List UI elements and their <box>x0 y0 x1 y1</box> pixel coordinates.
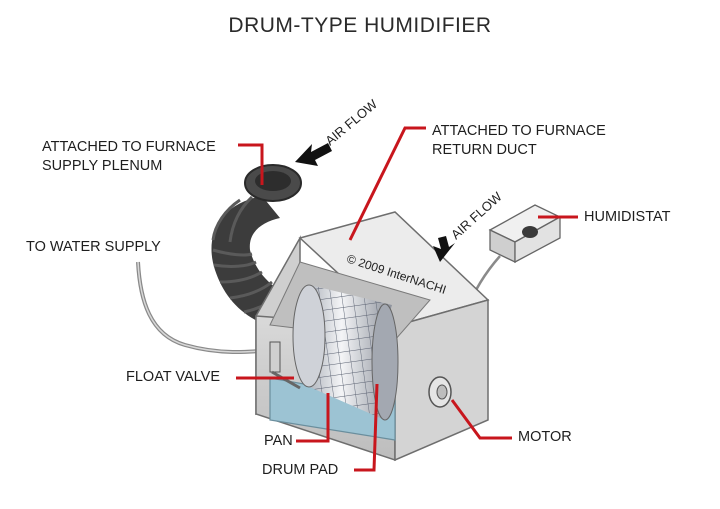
label-motor: MOTOR <box>518 429 572 445</box>
label-return-duct-line1: ATTACHED TO FURNACE <box>432 123 606 139</box>
label-supply-plenum: ATTACHED TO FURNACE SUPPLY PLENUM <box>42 138 216 176</box>
label-humidistat: HUMIDISTAT <box>584 209 671 225</box>
air-flow-arrow-left <box>295 143 332 166</box>
air-flow-arrow-right <box>433 236 455 262</box>
label-pan: PAN <box>264 433 293 449</box>
leader-lines <box>236 126 578 472</box>
label-water-supply: TO WATER SUPPLY <box>26 239 161 255</box>
humidistat-box <box>488 204 562 264</box>
label-drum-pad: DRUM PAD <box>262 462 339 478</box>
label-supply-plenum-line1: ATTACHED TO FURNACE <box>42 139 216 155</box>
motor <box>428 376 452 408</box>
float-valve <box>269 341 301 390</box>
drum-pad <box>292 284 399 421</box>
label-supply-plenum-line2: SUPPLY PLENUM <box>42 158 163 174</box>
air-flow-label-top: AIR FLOW <box>322 96 380 148</box>
label-return-duct-line2: RETURN DUCT <box>432 142 537 158</box>
label-float-valve: FLOAT VALVE <box>126 369 221 385</box>
label-return-duct: ATTACHED TO FURNACE RETURN DUCT <box>432 122 606 160</box>
diagram-title: DRUM-TYPE HUMIDIFIER <box>228 14 492 37</box>
